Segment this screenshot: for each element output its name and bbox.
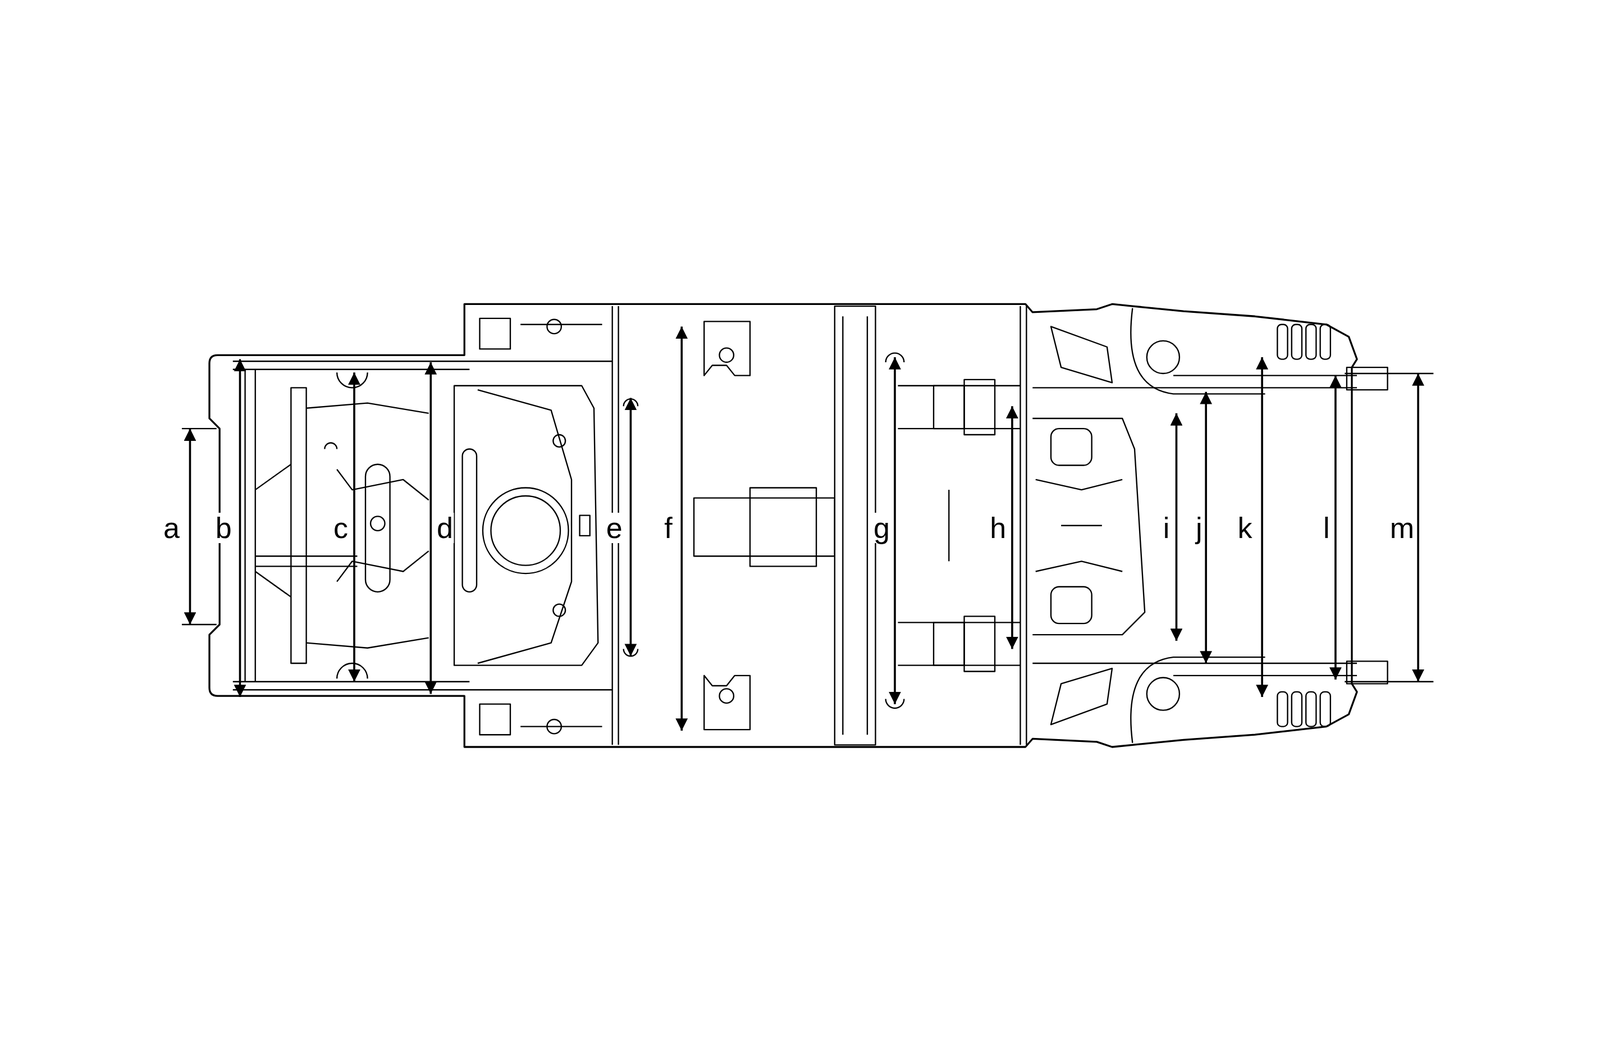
dimension-label: l [1322, 512, 1332, 543]
dimension-label: h [988, 512, 1008, 543]
body-structure [209, 303, 1388, 747]
dimension-label: c [332, 512, 350, 543]
dimension-label: k [1236, 512, 1254, 543]
dimension-label: d [435, 512, 455, 543]
dimension-arrows [181, 326, 1434, 731]
dimension-label: m [1388, 512, 1416, 543]
dimension-label: e [605, 512, 624, 543]
dimension-label: g [872, 512, 891, 543]
dimension-label: j [1194, 512, 1204, 543]
dimension-label: f [663, 512, 674, 543]
dimension-label: i [1162, 512, 1172, 543]
dimension-label: b [214, 512, 233, 543]
dimension-label: a [162, 512, 181, 543]
